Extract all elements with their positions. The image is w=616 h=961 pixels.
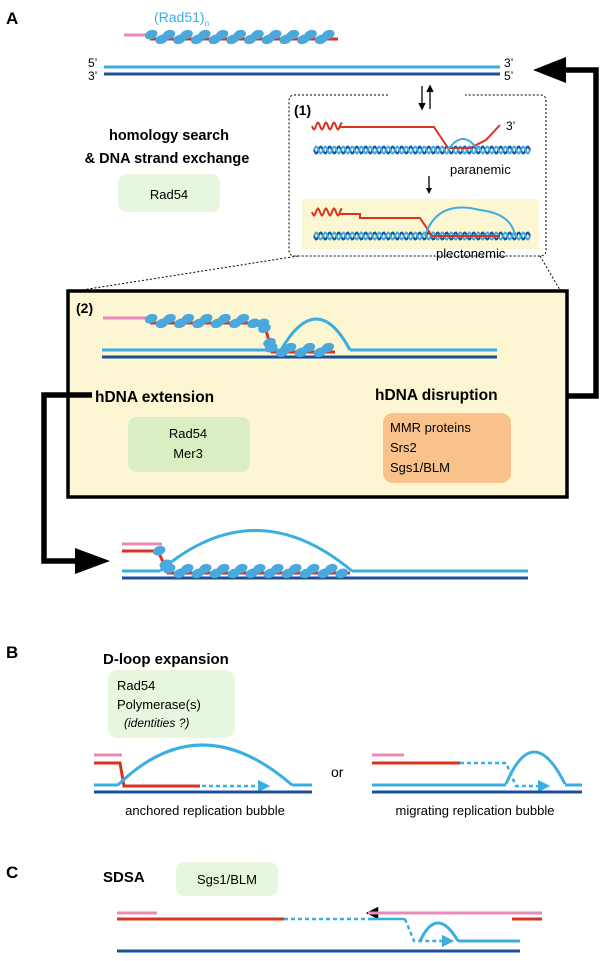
rad54-label-a: Rad54 [150, 187, 188, 202]
extension-protein-1: Rad54 [169, 426, 207, 441]
rad51-monomer [286, 29, 300, 40]
rad51-monomer [302, 342, 316, 353]
rad51-monomer [251, 29, 264, 40]
step1-label: (1) [294, 102, 311, 118]
end-3-right: 3’ [504, 56, 513, 70]
migrating-bubble [372, 750, 582, 794]
rad51-monomer [180, 29, 193, 40]
rad51-monomer [181, 313, 195, 324]
panel-b-protein-2: Polymerase(s) [117, 697, 201, 712]
rad51-monomer [288, 563, 302, 574]
rad51-monomer [324, 563, 338, 574]
rad51-monomer [144, 313, 158, 324]
rad51-monomer [216, 563, 230, 574]
rad51-monomer [197, 29, 211, 40]
rad51-monomer [335, 568, 349, 579]
end-5-left: 5’ [88, 56, 97, 70]
disruption-protein-box [383, 413, 511, 483]
rad51-monomer [162, 563, 176, 574]
rad51-monomer [264, 342, 278, 353]
disruption-protein-2: Srs2 [390, 440, 417, 455]
rad51-monomer [234, 563, 248, 574]
step1-3prime: 3’ [506, 119, 515, 133]
homology-line1: homology search [109, 128, 229, 144]
anchored-bubble [94, 743, 312, 794]
rad51-monomer [304, 29, 317, 40]
rad51-monomer [162, 29, 176, 40]
plectonemic-label: plectonemic [436, 246, 506, 261]
rad51-monomer [163, 313, 176, 324]
rad51-monomer [236, 313, 250, 324]
panel-b-label: B [6, 643, 18, 662]
panel-c-protein: Sgs1/BLM [197, 872, 257, 887]
panel-c-title: SDSA [103, 869, 145, 886]
rad51-monomer [198, 563, 212, 574]
rad51-monomer [270, 563, 284, 574]
rad51-monomer [258, 323, 271, 334]
homology-line2: & DNA strand exchange [85, 151, 250, 167]
end-3-left: 3’ [88, 69, 97, 83]
extension-arrow [41, 392, 110, 574]
step2-label: (2) [76, 300, 93, 316]
rad51-label: (Rad51)n [154, 9, 209, 28]
rad51-monomer [144, 29, 158, 40]
paranemic-label: paranemic [450, 162, 511, 177]
panel-c-protein-box [176, 862, 278, 896]
rad51-monomer [215, 29, 229, 40]
end-5-right: 5’ [504, 69, 513, 83]
rad51-monomer [233, 29, 247, 40]
rad51-monomer [321, 342, 335, 353]
equilibrium-arrows [418, 84, 434, 111]
panel-b-protein-note: (identities ?) [124, 716, 189, 730]
disruption-title: hDNA disruption [375, 387, 498, 404]
disruption-protein-3: Sgs1/BLM [390, 460, 450, 475]
rad51-monomer [199, 313, 213, 324]
panel-a-label: A [6, 9, 18, 28]
rad51-monomer [252, 563, 266, 574]
extension-title: hDNA extension [95, 389, 214, 406]
rad54-box-a [118, 174, 220, 212]
plectonemic-structure [311, 206, 531, 241]
rad51-monomer [306, 563, 320, 574]
rad51-monomer [180, 563, 194, 574]
sdsa-structure [117, 906, 542, 953]
rad51-monomer [152, 545, 166, 556]
duplex-top [104, 65, 500, 76]
extended-dloop [122, 529, 528, 580]
panel-b-protein-1: Rad54 [117, 678, 155, 693]
paranemic-structure [311, 121, 531, 155]
down-arrow-small [426, 176, 432, 194]
rad51-monomer [283, 342, 297, 353]
panel-b-title: D-loop expansion [103, 651, 229, 668]
rad51-filament-top [124, 29, 338, 45]
disruption-protein-1: MMR proteins [390, 420, 471, 435]
step1-callout [81, 94, 561, 291]
rad51-monomer [268, 29, 282, 40]
migrating-label: migrating replication bubble [396, 803, 555, 818]
or-label: or [331, 764, 344, 780]
anchored-label: anchored replication bubble [125, 803, 285, 818]
panel-b-protein-box [108, 670, 235, 738]
extension-protein-2: Mer3 [173, 446, 203, 461]
extension-protein-box [128, 417, 250, 472]
rad51-monomer [218, 313, 231, 324]
rad51-monomer [321, 29, 335, 40]
step2-filament [102, 313, 497, 359]
panel-c-label: C [6, 863, 18, 882]
